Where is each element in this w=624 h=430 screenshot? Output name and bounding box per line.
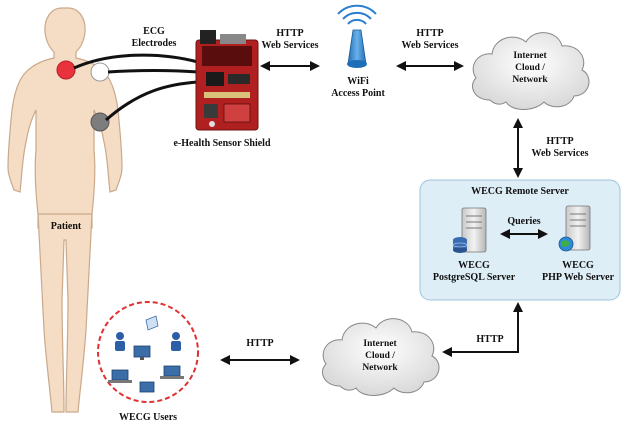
link-sensor-wifi-line1: HTTP — [276, 28, 303, 39]
link-cloud-server-line1: HTTP — [546, 136, 573, 147]
cloud-top-line3: Network — [512, 75, 548, 85]
wifi-access-point — [337, 4, 377, 68]
patient-label: Patient — [51, 221, 82, 232]
link-server-cloud2-label: HTTP — [476, 334, 503, 345]
cloud-top-line1: Internet — [513, 51, 547, 61]
postgresql-server-icon — [452, 207, 487, 253]
link-wifi-cloud-line2: Web Services — [402, 40, 459, 51]
wecg-users-label: WECG Users — [119, 412, 177, 423]
electrode-gray — [90, 112, 110, 132]
cloud-bottom-line3: Network — [362, 363, 398, 373]
php-web-server-icon — [558, 205, 591, 252]
electrode-red — [56, 60, 76, 80]
sensor-board — [195, 30, 259, 131]
db-server-label-2: PostgreSQL Server — [433, 272, 516, 283]
wecg-users-group — [97, 301, 199, 403]
queries-label: Queries — [507, 216, 540, 227]
ecg-electrodes-label-2: Electrodes — [132, 38, 177, 49]
electrode-cables — [73, 53, 199, 122]
wifi-label-1: WiFi — [347, 76, 369, 87]
electrode-white — [90, 62, 110, 82]
remote-server-panel: WECG Remote Server WECG PostgreSQL Serve… — [419, 179, 621, 301]
wifi-label-2: Access Point — [331, 88, 385, 99]
arrow-server-cloud2 — [442, 302, 523, 357]
link-cloud-server-line2: Web Services — [532, 148, 589, 159]
patient-figure: Patient — [7, 7, 123, 413]
cloud-bottom-line1: Internet — [363, 339, 397, 349]
cloud-top — [472, 32, 590, 110]
patient-legs — [37, 213, 93, 413]
sensor-shield-label: e-Health Sensor Shield — [173, 138, 270, 149]
cloud-bottom-line2: Cloud / — [365, 351, 395, 361]
cloud-top-line2: Cloud / — [515, 63, 545, 73]
user-person-icon — [115, 332, 181, 351]
cloud-bottom — [322, 318, 440, 396]
link-users-cloud2-label: HTTP — [246, 338, 273, 349]
web-server-label-2: PHP Web Server — [542, 272, 615, 283]
ecg-electrodes-label-1: ECG — [143, 26, 165, 37]
user-device-icons — [108, 315, 184, 393]
web-server-label-1: WECG — [562, 260, 594, 271]
remote-server-title: WECG Remote Server — [471, 186, 569, 197]
link-sensor-wifi-line2: Web Services — [262, 40, 319, 51]
db-server-label-1: WECG — [458, 260, 490, 271]
link-wifi-cloud-line1: HTTP — [416, 28, 443, 39]
